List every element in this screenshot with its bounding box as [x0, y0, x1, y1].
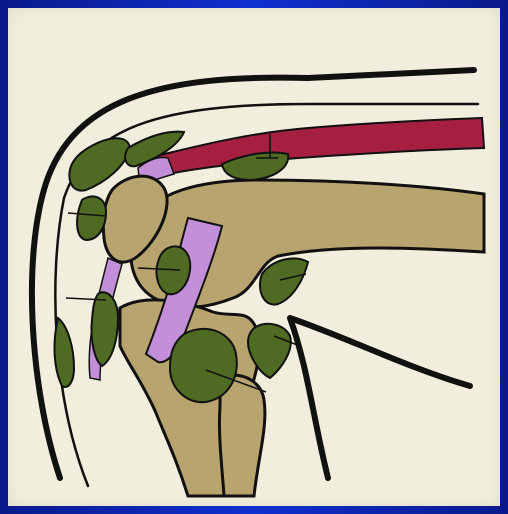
- infrapatellar-fat-pad: [91, 292, 118, 366]
- quadriceps-tendon: [156, 118, 484, 174]
- posterior-skin-line: [290, 318, 470, 478]
- posterior-fat-pad: [260, 258, 308, 304]
- knee-sagittal-diagram: [8, 8, 500, 506]
- anterior-fat-pad: [77, 196, 106, 240]
- diagram-panel: [8, 8, 500, 506]
- fibula: [219, 375, 264, 496]
- pretibial-fat-pad: [55, 318, 74, 387]
- tibial-fat-pad: [170, 329, 237, 402]
